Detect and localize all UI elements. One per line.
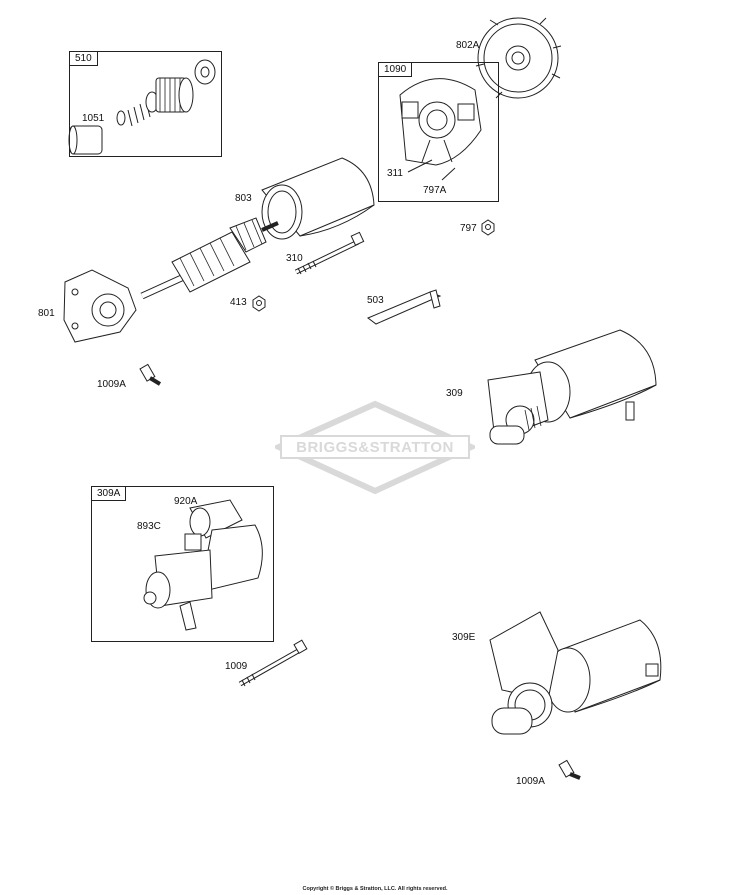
callout-310: 310 [286,253,303,264]
callout-503: 503 [367,295,384,306]
part-310-bolt-drawing [294,231,365,275]
part-801-end-plate-drawing [63,269,137,343]
callout-893c: 893C [137,521,161,532]
callout-1051: 1051 [82,113,105,124]
callout-1009a-top: 1009A [97,379,126,390]
callout-311: 311 [387,168,403,179]
part-413-nut-drawing [252,295,266,312]
part-armature-drawing [140,217,279,300]
callout-1009: 1009 [225,661,248,672]
watermark-text: BRIGGS&STRATTON [296,439,454,456]
callout-803: 803 [235,193,252,204]
callout-920a: 920A [174,496,198,507]
kit-1090-box: 1090 [378,62,499,202]
kit-510-box: 510 [69,51,222,157]
briggs-stratton-watermark [275,400,475,495]
callout-309e: 309E [452,632,476,643]
callout-802a: 802A [456,40,480,51]
callout-797a: 797A [423,185,447,196]
kit-1090-tag: 1090 [378,62,413,77]
part-1009a-screw-top-drawing [139,363,162,386]
part-309-starter-motor-drawing [487,329,657,445]
part-1009-bolt-drawing [238,639,308,687]
part-1009a-screw-bottom-drawing [558,759,581,780]
kit-510-tag: 510 [69,51,98,66]
kit-309a-box: 309A [91,486,274,642]
callout-797: 797 [460,223,477,234]
part-1090-brush-holder-drawing [399,78,482,181]
part-803-housing-drawing [261,157,375,240]
copyright-footer: Copyright © Briggs & Stratton, LLC. All … [302,886,448,892]
callout-309: 309 [446,388,463,399]
callout-801: 801 [38,308,55,319]
part-309e-starter-motor-drawing [489,611,662,735]
part-797-nut-drawing [481,219,495,236]
kit-309a-tag: 309A [91,486,127,501]
part-309a-starter-drawing [143,499,263,631]
part-510-drive-kit-drawing [68,59,216,155]
part-503-bracket-drawing [367,289,442,325]
callout-1009a-bottom: 1009A [516,776,545,787]
callout-413: 413 [230,297,247,308]
